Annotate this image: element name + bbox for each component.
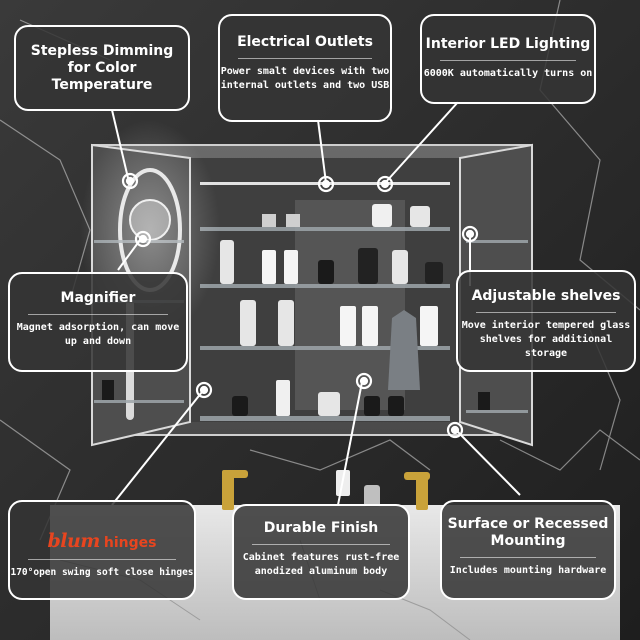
callout-description: Power smalt devices with two internal ou… [220, 66, 390, 91]
callout-title: Magnifier [60, 290, 136, 306]
callout-divider [238, 58, 372, 59]
callout-divider [440, 60, 576, 61]
callout-description: 170°open swing soft close hinges [10, 567, 194, 578]
callout-magnifier: Magnifier Magnet adsorption, can move up… [8, 272, 188, 372]
blum-logo: blum [47, 530, 100, 552]
faucets [222, 470, 430, 510]
vase [364, 485, 380, 507]
callout-title: Adjustable shelves [471, 288, 621, 304]
toiletries [102, 204, 490, 416]
callout-description: Magnet adsorption, can move up and down [16, 322, 180, 347]
callout-title: hinges [103, 535, 157, 551]
callout-divider [28, 559, 176, 560]
callout-description: Move interior tempered glass shelves for… [461, 320, 631, 359]
callout-title: Surface or Recessed Mounting [447, 516, 609, 549]
callout-interior-led: Interior LED Lighting 6000K automaticall… [420, 14, 596, 104]
callout-description: Cabinet features rust-free anodized alum… [242, 552, 400, 577]
callout-title: Electrical Outlets [237, 34, 373, 50]
callout-description: 6000K automatically turns on [423, 68, 593, 79]
callout-divider [252, 544, 390, 545]
cabinet-back-panel [295, 200, 405, 410]
callout-title: Interior LED Lighting [425, 36, 591, 52]
callout-title: Durable Finish [263, 520, 379, 536]
callout-description: Includes mounting hardware [449, 565, 607, 576]
callout-title: Stepless Dimming for Color Temperature [30, 43, 174, 93]
callout-electrical-outlets: Electrical Outlets Power smalt devices w… [218, 14, 392, 122]
callout-divider [476, 312, 616, 313]
callout-divider [28, 314, 168, 315]
callout-adjustable-shelves: Adjustable shelves Move interior tempere… [456, 270, 636, 372]
callout-divider [460, 557, 596, 558]
callout-durable-finish: Durable Finish Cabinet features rust-fre… [232, 504, 410, 600]
callout-stepless-dimming: Stepless Dimming for Color Temperature [14, 25, 190, 111]
callout-mounting: Surface or Recessed Mounting Includes mo… [440, 500, 616, 600]
